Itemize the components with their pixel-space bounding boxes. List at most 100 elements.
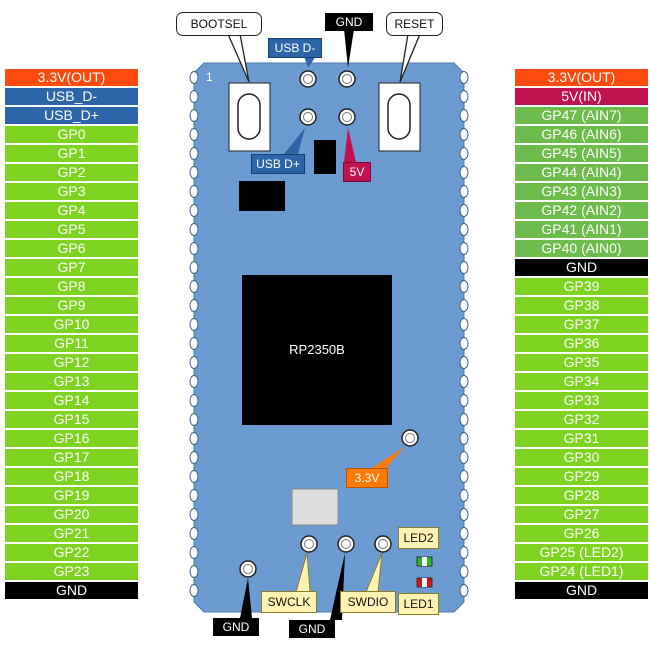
right-pin-27: GP24 (LED1) xyxy=(515,563,648,580)
usb-dplus-pointer xyxy=(284,128,305,154)
right-edge-notch xyxy=(459,261,469,274)
right-edge-notch xyxy=(459,546,469,559)
right-edge-notch xyxy=(459,242,469,255)
right-edge-notch xyxy=(459,375,469,388)
right-pin-9: GP41 (AIN1) xyxy=(515,221,648,238)
right-pin-28: GND xyxy=(515,582,648,599)
right-edge-notch xyxy=(459,584,469,597)
swdio-label: SWDIO xyxy=(340,591,396,613)
left-edge-notch xyxy=(189,147,199,160)
right-pin-19: GP32 xyxy=(515,411,648,428)
left-edge-notch xyxy=(189,565,199,578)
right-pin-15: GP36 xyxy=(515,335,648,352)
right-edge-notch xyxy=(459,299,469,312)
right-edge-notch xyxy=(459,394,469,407)
left-pin-20: GP16 xyxy=(5,430,138,447)
left-pin-9: GP5 xyxy=(5,221,138,238)
gnd-top-pad xyxy=(338,70,356,88)
left-edge-notch xyxy=(189,356,199,369)
usb-dminus-pad xyxy=(299,70,317,88)
chip-label: RP2350B xyxy=(289,342,345,357)
left-pin-10: GP6 xyxy=(5,240,138,257)
left-edge-notch xyxy=(189,71,199,84)
right-pin-23: GP28 xyxy=(515,487,648,504)
right-edge-notch xyxy=(459,166,469,179)
usb-dplus-pad xyxy=(299,108,317,126)
right-edge-notch xyxy=(459,413,469,426)
right-pin-column: 3.3V(OUT)5V(IN)GP47 (AIN7)GP46 (AIN6)GP4… xyxy=(515,69,648,601)
right-edge-notch xyxy=(459,223,469,236)
left-edge-notch xyxy=(189,451,199,464)
left-pin-24: GP20 xyxy=(5,506,138,523)
right-edge-notch xyxy=(459,527,469,540)
left-pin-5: GP1 xyxy=(5,145,138,162)
left-pin-15: GP11 xyxy=(5,335,138,352)
left-edge-notch xyxy=(189,90,199,103)
v33-pad xyxy=(401,429,419,447)
usb-dminus-pointer xyxy=(304,56,316,68)
left-pin-7: GP3 xyxy=(5,183,138,200)
v33-pointer xyxy=(372,447,404,468)
right-edge-notch xyxy=(459,318,469,331)
left-edge-notch xyxy=(189,413,199,426)
right-edge-notch xyxy=(459,451,469,464)
pin-one-marker: 1 xyxy=(206,70,213,84)
left-pin-25: GP21 xyxy=(5,525,138,542)
left-edge-notch xyxy=(189,204,199,217)
gnd-top-pointer xyxy=(344,29,354,68)
gnd-bottom-left-label: GND xyxy=(213,618,259,636)
bootsel-button-knob xyxy=(237,93,261,140)
right-pin-13: GP38 xyxy=(515,297,648,314)
right-pin-18: GP33 xyxy=(515,392,648,409)
right-pin-16: GP35 xyxy=(515,354,648,371)
left-pin-1: 3.3V(OUT) xyxy=(5,69,138,86)
left-edge-notch xyxy=(189,299,199,312)
right-pin-22: GP29 xyxy=(515,468,648,485)
right-pin-17: GP34 xyxy=(515,373,648,390)
left-pin-3: USB_D+ xyxy=(5,107,138,124)
right-pin-8: GP42 (AIN2) xyxy=(515,202,648,219)
left-pin-21: GP17 xyxy=(5,449,138,466)
left-edge-notch xyxy=(189,280,199,293)
left-pin-12: GP8 xyxy=(5,278,138,295)
left-edge-notch xyxy=(189,261,199,274)
left-edge-notch xyxy=(189,185,199,198)
left-edge-notch xyxy=(189,109,199,122)
gnd-bottom-center-label: GND xyxy=(289,620,335,638)
left-edge-notch xyxy=(189,584,199,597)
right-pin-24: GP27 xyxy=(515,506,648,523)
right-edge-notch xyxy=(459,470,469,483)
reset-callout: RESET xyxy=(386,12,443,36)
right-edge-notch xyxy=(459,109,469,122)
left-edge-notch xyxy=(189,394,199,407)
swclk-pad xyxy=(300,535,318,553)
left-pin-27: GP23 xyxy=(5,563,138,580)
left-pin-14: GP10 xyxy=(5,316,138,333)
gnd-left-pad xyxy=(239,560,257,578)
left-pin-2: USB_D- xyxy=(5,88,138,105)
right-edge-notch xyxy=(459,565,469,578)
gnd-center-pad xyxy=(337,535,355,553)
left-edge-notch xyxy=(189,242,199,255)
left-pin-16: GP12 xyxy=(5,354,138,371)
right-pin-12: GP39 xyxy=(515,278,648,295)
left-edge-notch xyxy=(189,527,199,540)
right-pin-2: 5V(IN) xyxy=(515,88,648,105)
left-edge-notch xyxy=(189,432,199,445)
left-edge-notch xyxy=(189,223,199,236)
left-edge-notch xyxy=(189,166,199,179)
bootsel-callout: BOOTSEL xyxy=(176,12,262,36)
gnd-top-label: GND xyxy=(325,13,373,31)
v33-label: 3.3V xyxy=(346,468,388,488)
swdio-pad xyxy=(374,535,392,553)
right-pin-20: GP31 xyxy=(515,430,648,447)
led2-label: LED2 xyxy=(398,527,439,549)
left-pin-17: GP13 xyxy=(5,373,138,390)
right-pin-14: GP37 xyxy=(515,316,648,333)
right-edge-notch xyxy=(459,280,469,293)
right-edge-notch xyxy=(459,356,469,369)
right-pin-5: GP45 (AIN5) xyxy=(515,145,648,162)
right-pin-21: GP30 xyxy=(515,449,648,466)
left-edge-notch xyxy=(189,489,199,502)
